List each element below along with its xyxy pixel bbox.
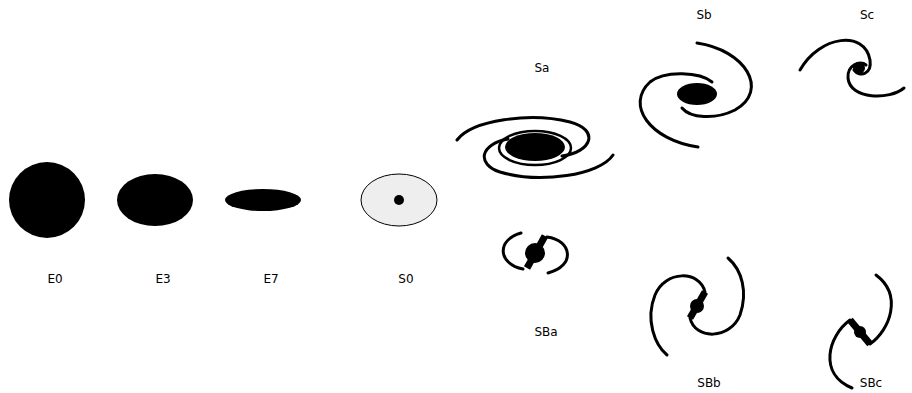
sba-arm xyxy=(503,233,523,269)
e0-galaxy xyxy=(9,162,85,238)
sa-bulge xyxy=(505,133,565,161)
sa-ring xyxy=(499,131,571,165)
sbb-galaxy xyxy=(651,258,744,355)
sbb-arm xyxy=(690,258,744,334)
e3-galaxy xyxy=(117,174,193,226)
sbc-bar xyxy=(850,320,870,344)
class-label: SBa xyxy=(534,325,557,339)
sb-arm xyxy=(640,74,712,147)
sbc-galaxy xyxy=(830,275,891,388)
sbb-arm xyxy=(651,276,705,355)
class-label: E0 xyxy=(47,272,62,286)
class-label: SBb xyxy=(697,376,720,390)
class-label: E3 xyxy=(155,272,170,286)
elliptical-galaxies xyxy=(9,162,301,238)
sbb-bulge xyxy=(690,299,704,313)
sa-galaxy xyxy=(457,118,613,178)
s0-bulge xyxy=(394,195,404,205)
class-label: E7 xyxy=(263,272,278,286)
s0-galaxy xyxy=(361,174,437,226)
sa-arm xyxy=(457,118,589,156)
sba-arm xyxy=(547,237,567,273)
class-label: Sc xyxy=(860,8,874,22)
sc-arm xyxy=(848,63,904,96)
sb-galaxy xyxy=(640,43,751,147)
s0-disk xyxy=(361,174,437,226)
class-label: Sa xyxy=(535,61,550,75)
class-label: SBc xyxy=(860,376,882,390)
sbc-arm xyxy=(830,320,852,388)
sc-arm xyxy=(800,40,870,74)
sbb-bar xyxy=(690,292,705,318)
class-label: Sb xyxy=(696,8,711,22)
sbc-arm xyxy=(870,275,891,344)
class-label: S0 xyxy=(398,272,413,286)
sb-arm xyxy=(682,43,751,117)
sba-bulge xyxy=(525,243,545,263)
sc-galaxy xyxy=(800,40,904,96)
e7-galaxy xyxy=(225,189,301,211)
sa-arm xyxy=(484,139,613,177)
sbc-bulge xyxy=(854,326,866,338)
sb-bulge xyxy=(677,83,717,105)
sba-galaxy xyxy=(503,233,567,273)
